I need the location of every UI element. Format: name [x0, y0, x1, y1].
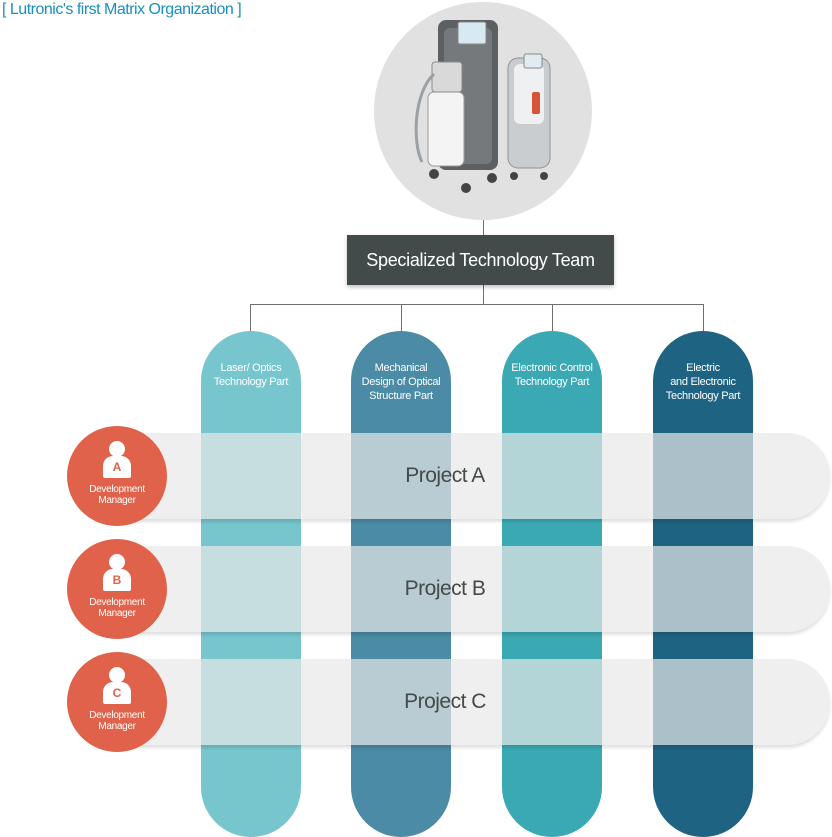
- part-label: Electric and Electronic Technology Part: [665, 362, 741, 402]
- connector-drop: [250, 304, 251, 331]
- laser-device-illustration: [414, 20, 551, 193]
- development-manager-a: A Development Manager: [67, 426, 167, 526]
- project-label: Project A: [405, 464, 485, 487]
- person-badge: A: [103, 456, 131, 478]
- person-badge: C: [103, 682, 131, 704]
- development-manager-c: C Development Manager: [67, 652, 167, 752]
- project-band: [100, 546, 830, 632]
- person-badge: B: [103, 569, 131, 591]
- part-label: Mechanical Design of Optical Structure P…: [361, 362, 441, 402]
- manager-role: Development Manager: [89, 710, 145, 732]
- connector-drop: [552, 304, 553, 331]
- manager-role: Development Manager: [89, 484, 145, 506]
- project-band: [100, 659, 830, 745]
- project-label: Project B: [404, 577, 486, 600]
- connector-vertical: [483, 220, 484, 235]
- part-label: Laser/ Optics Technology Part: [213, 362, 289, 388]
- project-label: Project C: [404, 690, 486, 713]
- person-head-icon: [109, 554, 125, 570]
- part-label: Electronic Control Technology Part: [511, 362, 593, 388]
- page-title: [ Lutronic's first Matrix Organization ]: [2, 1, 242, 18]
- connector-vertical: [483, 285, 484, 304]
- team-label: Specialized Technology Team: [366, 249, 595, 270]
- connector-horizontal: [250, 304, 704, 305]
- person-head-icon: [109, 441, 125, 457]
- person-head-icon: [109, 667, 125, 683]
- development-manager-b: B Development Manager: [67, 539, 167, 639]
- manager-role: Development Manager: [89, 597, 145, 619]
- connector-drop: [401, 304, 402, 331]
- team-device-image: [374, 2, 592, 220]
- project-band: [100, 433, 830, 519]
- connector-drop: [703, 304, 704, 331]
- team-box: Specialized Technology Team: [347, 235, 614, 285]
